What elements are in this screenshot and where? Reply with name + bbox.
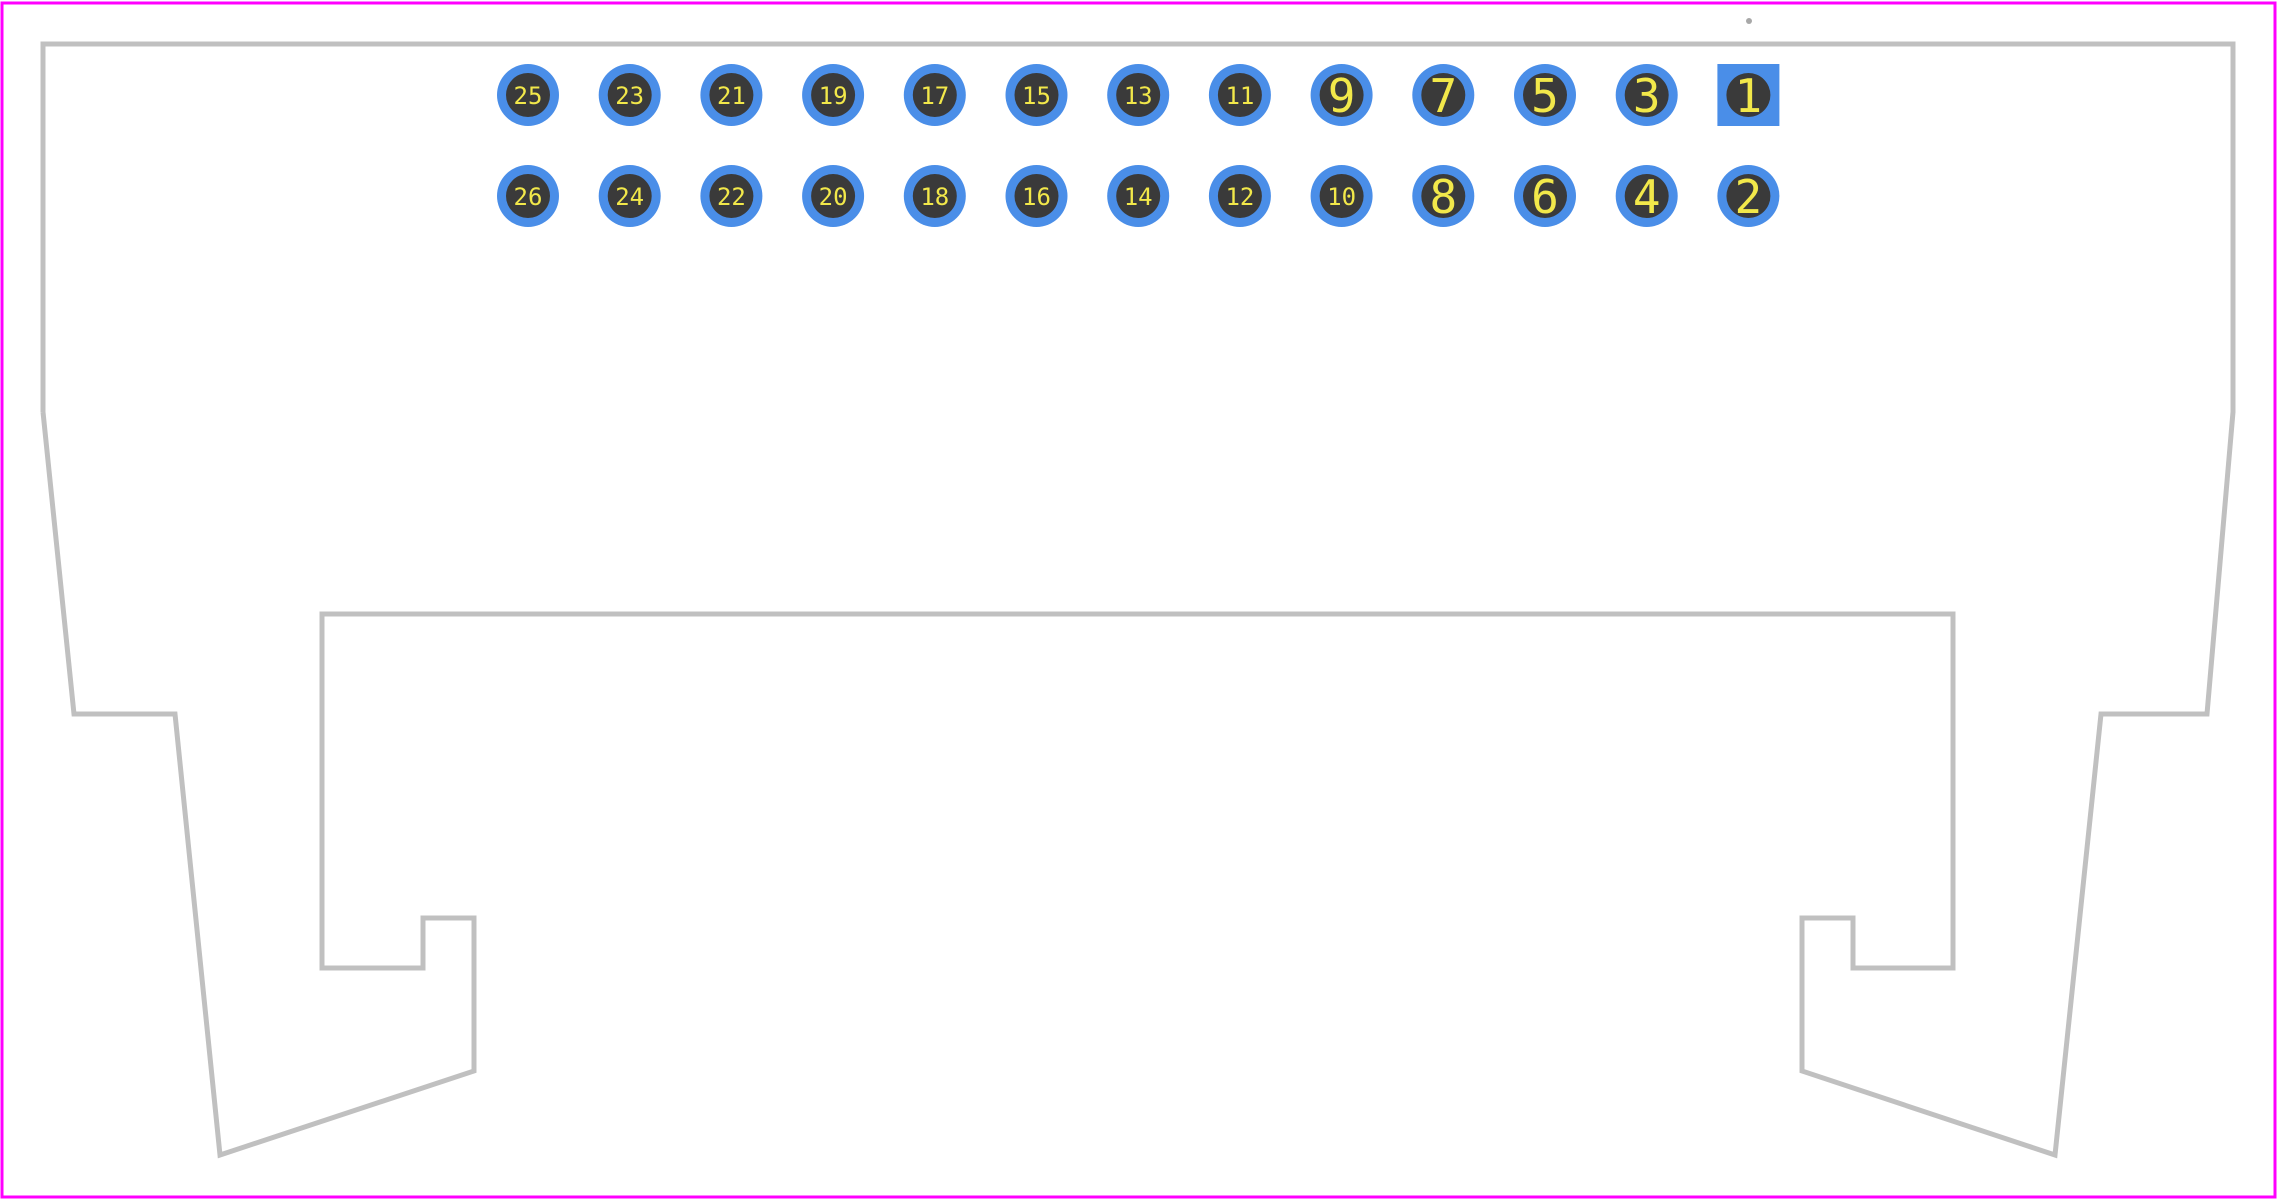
pin-number-label: 22 <box>717 183 746 211</box>
pin-number-label: 21 <box>717 82 746 110</box>
drill-hole <box>912 174 957 218</box>
drill-hole <box>1319 73 1364 117</box>
pin-23: 23 <box>598 64 661 126</box>
drill-hole <box>1624 174 1669 218</box>
drill-hole <box>607 73 652 117</box>
drill-hole <box>1523 174 1567 218</box>
pin-number-label: 10 <box>1327 183 1356 211</box>
drill-hole <box>1116 73 1161 117</box>
drill-hole <box>811 73 856 117</box>
pin-number-label: 8 <box>1429 170 1457 224</box>
pin-3: 3 <box>1615 64 1678 126</box>
drill-hole <box>1726 174 1771 218</box>
drill-hole <box>1624 73 1669 117</box>
pin-number-label: 23 <box>615 82 644 110</box>
pin-14: 14 <box>1107 165 1170 227</box>
pin-13: 13 <box>1107 64 1170 126</box>
pin-number-label: 20 <box>819 183 848 211</box>
pin-25: 25 <box>497 64 559 126</box>
drill-hole <box>1523 73 1567 117</box>
silkscreen-outline <box>40 41 2236 1159</box>
pin-4: 4 <box>1615 165 1678 227</box>
pin-2: 2 <box>1717 165 1780 227</box>
drill-hole <box>811 174 856 218</box>
pin-26: 26 <box>497 165 559 227</box>
pin-row-top: 25 23 21 19 17 15 13 11 9 7 5 3 1 <box>497 64 1780 126</box>
pin-15: 15 <box>1005 64 1068 126</box>
pin-9: 9 <box>1310 64 1373 126</box>
drill-hole <box>1217 73 1262 117</box>
drill-hole <box>1217 174 1262 218</box>
pin-number-label: 2 <box>1735 170 1763 224</box>
pin-21: 21 <box>700 64 763 126</box>
pin-1: 1 <box>1717 64 1780 126</box>
pin-number-label: 14 <box>1124 183 1153 211</box>
pin-12: 12 <box>1208 165 1271 227</box>
pin-number-label: 25 <box>514 82 543 110</box>
drill-hole <box>506 73 550 117</box>
pin-number-label: 24 <box>615 183 644 211</box>
pin-number-label: 18 <box>920 183 949 211</box>
drill-hole <box>1116 174 1161 218</box>
pin-24: 24 <box>598 165 661 227</box>
pin-10: 10 <box>1310 165 1373 227</box>
pin-number-label: 19 <box>819 82 848 110</box>
pin-number-label: 5 <box>1531 69 1559 123</box>
drill-hole <box>1421 73 1466 117</box>
pin-number-label: 7 <box>1429 69 1457 123</box>
connector-body-outline <box>40 41 2236 1159</box>
pin-number-label: 1 <box>1735 69 1763 123</box>
pin-number-label: 3 <box>1633 69 1661 123</box>
drill-hole <box>1726 73 1771 117</box>
pin-number-label: 12 <box>1225 183 1254 211</box>
pin-number-label: 13 <box>1124 82 1153 110</box>
pin-22: 22 <box>700 165 763 227</box>
pin-20: 20 <box>802 165 865 227</box>
pin-5: 5 <box>1514 64 1576 126</box>
drill-hole <box>607 174 652 218</box>
drill-hole <box>709 73 754 117</box>
drill-hole <box>1014 174 1059 218</box>
pin-8: 8 <box>1412 165 1475 227</box>
drill-hole <box>709 174 754 218</box>
drill-hole <box>506 174 550 218</box>
pin-number-label: 26 <box>514 183 543 211</box>
pin-number-label: 15 <box>1022 82 1051 110</box>
pin-row-bottom: 26 24 22 20 18 16 14 12 10 8 6 4 2 <box>497 165 1780 227</box>
drill-hole <box>1421 174 1466 218</box>
pin-7: 7 <box>1412 64 1475 126</box>
drill-hole <box>912 73 957 117</box>
pin-16: 16 <box>1005 165 1068 227</box>
pin-17: 17 <box>903 64 966 126</box>
pin-18: 18 <box>903 165 966 227</box>
pin-11: 11 <box>1208 64 1271 126</box>
pin-number-label: 17 <box>920 82 949 110</box>
pin-19: 19 <box>802 64 865 126</box>
pin-number-label: 6 <box>1531 170 1559 224</box>
drill-hole <box>1319 174 1364 218</box>
pin-number-label: 16 <box>1022 183 1051 211</box>
pin-number-label: 9 <box>1328 69 1356 123</box>
pin-6: 6 <box>1514 165 1576 227</box>
drill-hole <box>1014 73 1059 117</box>
pin1-marker <box>1746 18 1752 24</box>
pin-number-label: 11 <box>1225 82 1254 110</box>
pin-number-label: 4 <box>1633 170 1661 224</box>
